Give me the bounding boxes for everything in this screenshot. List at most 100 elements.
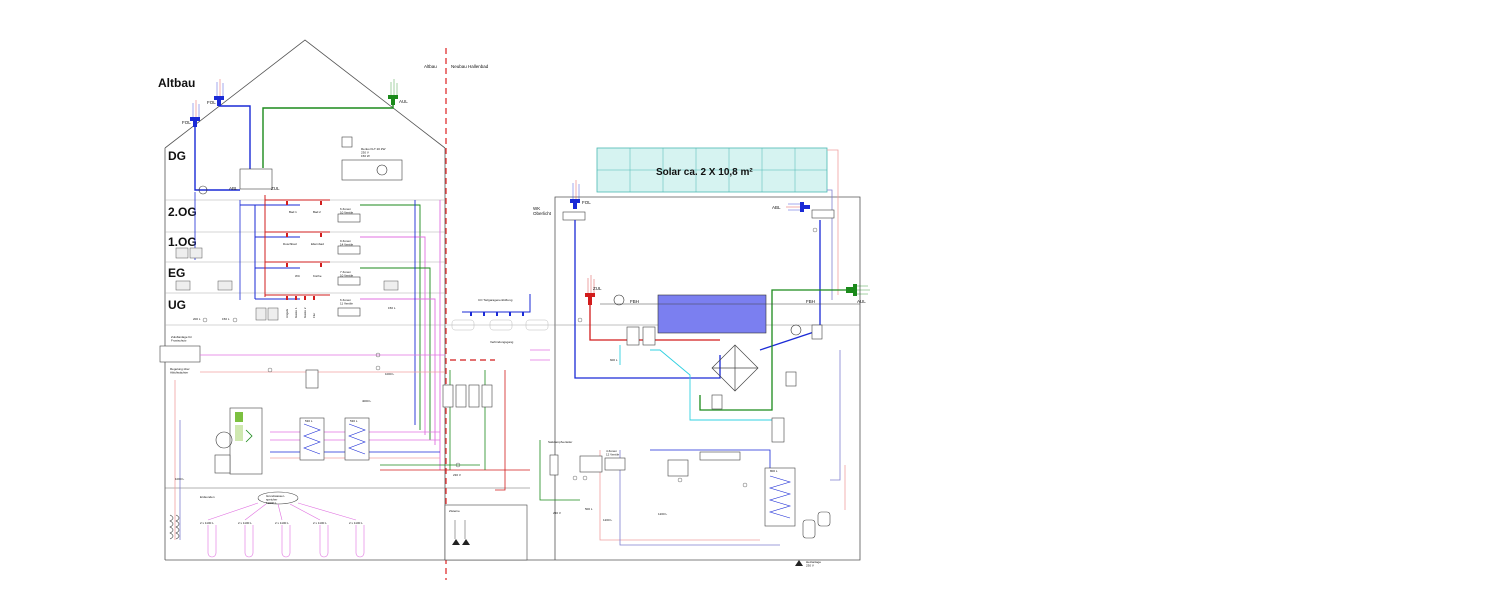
- house-outline: [164, 39, 555, 561]
- volume-4000: 4000 L: [362, 399, 372, 403]
- storage-tank-800: [764, 467, 796, 527]
- fan-icon: [198, 185, 208, 195]
- duct-blue-distribution: [240, 204, 300, 300]
- floor-lines: [165, 199, 860, 489]
- section-label-new: Neubau Hallenbad: [451, 64, 489, 69]
- vertical-pipe-boxes: [442, 384, 493, 408]
- vent-aul-top: [388, 79, 398, 105]
- swimming-pool: [657, 294, 767, 334]
- vent-fol-top: [214, 79, 224, 106]
- pump-symbol: [215, 431, 233, 449]
- heat-pump-block: [229, 407, 263, 475]
- hall-vent-fol: [570, 180, 580, 209]
- volume-200: 200 L: [193, 317, 201, 321]
- room-outlets: [286, 201, 322, 300]
- hall-lower-pipes: [530, 349, 846, 546]
- sattdampf-label: Sattdampfverteiler: [548, 440, 572, 444]
- cistern-pumps: [452, 539, 470, 545]
- expansion-vessel-right: [802, 519, 816, 539]
- expansion-vessel-right-2: [817, 511, 831, 527]
- hall-cyan-pipes: [619, 345, 780, 421]
- room-flur: Flur: [312, 313, 316, 318]
- ground-probe-loops: [207, 502, 365, 558]
- heating-pipes-lower: [174, 354, 530, 540]
- floor-label-2og: 2.OG: [168, 205, 197, 219]
- hall-damper-right: [811, 209, 835, 219]
- ventilator-control: [341, 136, 353, 148]
- small-units-altbau: [175, 247, 399, 321]
- volt-label-left: 230 V: [453, 473, 461, 477]
- hall-abl-label: ABL: [772, 205, 781, 210]
- ventilator-unit: [341, 159, 403, 181]
- hall-zul-label: ZUL: [593, 286, 602, 291]
- erdsonde-label: Erdsonden: [200, 495, 215, 499]
- duct-green-intake: [262, 105, 394, 168]
- volume-150: 150 L: [222, 317, 230, 321]
- room-angels: Angels: [285, 308, 289, 318]
- zone-controllers: [337, 213, 361, 317]
- bauteil-4: 2 x 1100 L: [313, 521, 327, 525]
- hall-pump-icon: [790, 324, 802, 336]
- hall-lower-boxes: [549, 451, 741, 477]
- floor-label-eg: EG: [168, 266, 185, 280]
- solar-label: Solar ca. 2 X 10,8 m²: [656, 167, 753, 178]
- heating-risers: [360, 200, 441, 470]
- title-altbau: Altbau: [158, 76, 195, 90]
- volume-150-right: 150 L: [388, 306, 396, 310]
- ground-coils-left: [169, 514, 180, 540]
- heating-pump-icon: [795, 560, 803, 566]
- duct-red-distribution: [264, 195, 330, 297]
- co-label: CO Tiefgaragenentlüftung: [478, 298, 513, 302]
- tank-530-left-label: 530 L: [305, 419, 313, 423]
- bauteil-2: 2 x 1100 L: [238, 521, 252, 525]
- vent-fol-left: [190, 100, 200, 127]
- ventilator-fan-icon: [376, 164, 388, 176]
- heat-exchanger-small: [305, 369, 319, 389]
- co-extraction-duct: [462, 294, 531, 313]
- floor-label-dg: DG: [168, 149, 186, 163]
- hall-fan-icon: [613, 294, 625, 306]
- bauteil-3: 2 x 1100 L: [275, 521, 289, 525]
- hall-ducts: [574, 220, 846, 411]
- volume-500: 500 L: [585, 507, 593, 511]
- room-duschbad: Duschbad: [283, 242, 297, 246]
- duct-blue-exhaust: [194, 105, 251, 300]
- hall-air-handler: [711, 344, 759, 392]
- tank-530-right-label: 530 L: [350, 419, 358, 423]
- fbh-left: FBH: [630, 299, 639, 304]
- bauteil-1: 2 x 1100 L: [200, 521, 214, 525]
- vent-fol-top-label: FOL: [207, 100, 216, 105]
- solar-flow-pipe: [827, 149, 839, 295]
- zul-label: ZUL: [271, 186, 280, 191]
- volume-1000-b: 1000 L: [175, 477, 185, 481]
- ventilation-unit: [239, 168, 273, 190]
- room-gaeste2: Gäste 2: [303, 307, 307, 318]
- solar-return-pipe: [827, 189, 833, 300]
- volt-label-right: 230 V: [553, 511, 561, 515]
- expansion-vessel: [214, 454, 231, 474]
- hall-damper: [562, 211, 586, 221]
- garage-cars: [451, 319, 549, 331]
- hall-fol-label: FOL: [582, 200, 591, 205]
- room-wc: WC: [295, 274, 301, 278]
- storage-tank-530-left: [299, 417, 325, 461]
- valves: [202, 227, 818, 488]
- volume-1000: 1000 L: [385, 372, 395, 376]
- gang-label: Verbindungsgang: [490, 340, 514, 344]
- floor-label-1og: 1.OG: [168, 235, 197, 249]
- cistern-label: Zisterne: [449, 509, 460, 513]
- room-kueche: Küche: [313, 274, 322, 278]
- hall-aul-label: AUL: [857, 299, 866, 304]
- hall-small-units: [626, 324, 823, 443]
